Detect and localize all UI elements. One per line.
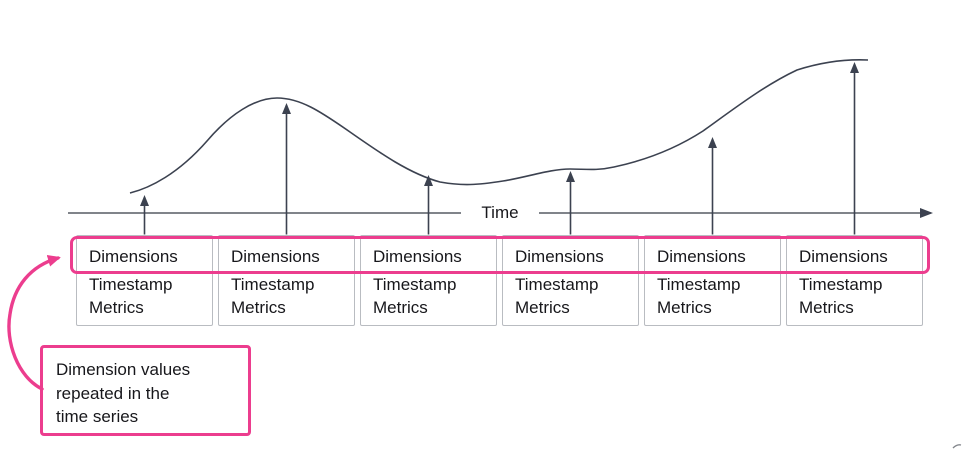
card-metrics-label: Metrics	[231, 298, 286, 317]
card-dimensions-label: Dimensions	[373, 247, 462, 266]
card-timestamp-label: Timestamp	[89, 275, 173, 294]
card-timestamp-label: Timestamp	[515, 275, 599, 294]
card-dimensions-label: Dimensions	[657, 247, 746, 266]
card-metrics-label: Metrics	[799, 298, 854, 317]
callout-text-line: repeated in the	[56, 383, 170, 403]
callout-note: Dimension values repeated in the time se…	[40, 345, 251, 436]
dimensions-highlight-box	[70, 236, 930, 274]
card-dimensions-label: Dimensions	[799, 247, 888, 266]
card-metrics-label: Metrics	[657, 298, 712, 317]
callout-text-line: Dimension values	[56, 360, 191, 379]
card-dimensions-label: Dimensions	[515, 247, 604, 266]
time-axis-label: Time	[461, 203, 539, 223]
card-timestamp-label: Timestamp	[657, 275, 741, 294]
card-metrics-label: Metrics	[89, 298, 144, 317]
card-metrics-label: Metrics	[515, 298, 570, 317]
card-dimensions-label: Dimensions	[89, 247, 178, 266]
card-timestamp-label: Timestamp	[799, 275, 883, 294]
record-arrows	[140, 62, 859, 235]
card-metrics-label: Metrics	[373, 298, 428, 317]
card-timestamp-label: Timestamp	[231, 275, 315, 294]
time-series-curve	[129, 59, 869, 194]
callout-text-line: time series	[56, 407, 139, 426]
card-timestamp-label: Timestamp	[373, 275, 457, 294]
card-dimensions-label: Dimensions	[231, 247, 320, 266]
edge-artifact	[952, 444, 962, 449]
